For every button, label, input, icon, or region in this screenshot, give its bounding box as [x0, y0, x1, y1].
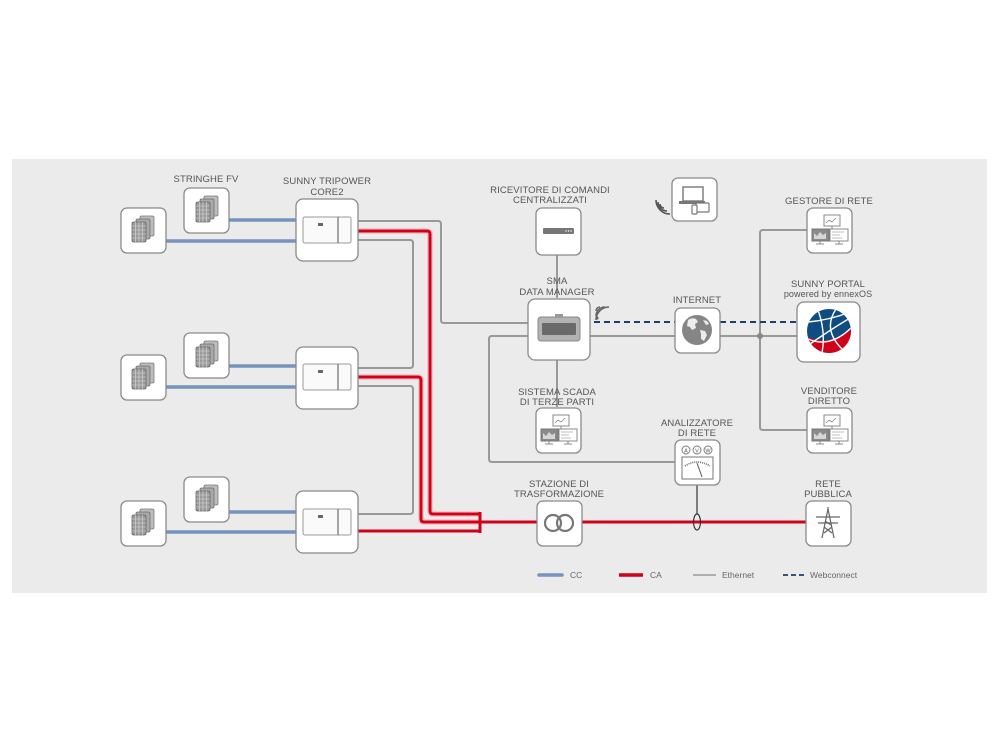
- legend-item-ac: CA: [619, 570, 662, 580]
- scada-label-line2: DI TERZE PARTI: [520, 397, 594, 408]
- inverter-icon: [302, 216, 352, 244]
- ethernet-inv1-to-datamanager: [358, 220, 528, 324]
- data-manager-icon: [537, 314, 581, 342]
- direct-marketer[interactable]: [806, 407, 853, 454]
- meter-letter-w: W: [705, 449, 711, 455]
- ac-inverter-1: [358, 229, 480, 516]
- ripple-receiver-label-line2: CENTRALIZZATI: [513, 195, 587, 206]
- ethernet-bus-right: [759, 229, 808, 431]
- ripple-control-receiver-icon: [543, 228, 574, 234]
- meter-letter-v: V: [695, 449, 699, 455]
- inverter-1[interactable]: [295, 198, 359, 262]
- pv-module-3a[interactable]: [183, 476, 230, 523]
- transformer-label-line2: TRASFORMAZIONE: [514, 489, 604, 500]
- analyzer-label-line1: ANALIZZATORE: [661, 418, 733, 429]
- internet-label: INTERNET: [673, 295, 721, 306]
- laptop-tablet-phone-icon: [679, 186, 710, 215]
- direct-marketer-label-line2: DIRETTO: [808, 396, 850, 407]
- pv-module-1a[interactable]: [183, 187, 230, 234]
- legend-label-ac: CA: [650, 570, 662, 580]
- pv-row-3: [120, 476, 230, 547]
- legend-item-webconnect: Webconnect: [783, 570, 858, 580]
- legend: CC CA Ethernet Webconnect: [537, 570, 858, 580]
- legend-label-webconnect: Webconnect: [810, 570, 858, 580]
- pv-module-1b[interactable]: [120, 207, 167, 254]
- pv-row-1: STRINGHE FV: [120, 174, 240, 254]
- legend-item-ethernet: Ethernet: [693, 570, 755, 580]
- data-manager-label-line2: DATA MANAGER: [519, 287, 594, 298]
- public-grid[interactable]: [805, 500, 852, 547]
- grid-analyzer-meter-icon: A V W: [681, 445, 714, 480]
- meter-letter-a: A: [684, 449, 688, 455]
- ethernet-datamanager-to-analyzer: [488, 335, 675, 463]
- ac-wires: [358, 228, 806, 533]
- ethernet-wires: [358, 220, 808, 515]
- pv-strings-label: STRINGHE FV: [174, 174, 240, 185]
- legend-label-ethernet: Ethernet: [722, 570, 755, 580]
- third-party-scada[interactable]: [535, 407, 582, 454]
- inverter-label-line1: SUNNY TRIPOWER: [283, 176, 371, 187]
- pv-module-3b[interactable]: [120, 500, 167, 547]
- transformer-station[interactable]: [536, 500, 583, 547]
- data-manager-label-line1: SMA: [547, 276, 568, 287]
- direct-marketer-label-line1: VENDITORE: [801, 386, 857, 397]
- legend-label-dc: CC: [570, 570, 582, 580]
- sunny-portal-label-line2: powered by ennexOS: [784, 289, 872, 299]
- transformer-label-line1: STAZIONE DI: [529, 479, 589, 490]
- wifi-signal-icon: [595, 306, 610, 321]
- analyzer-label-line2: DI RETE: [678, 428, 716, 439]
- public-grid-label-line1: RETE: [815, 479, 841, 490]
- sunny-portal-label-line1: SUNNY PORTAL: [791, 279, 865, 290]
- sunny-portal[interactable]: [796, 301, 861, 363]
- legend-item-dc: CC: [537, 570, 582, 580]
- public-grid-label-line2: PUBBLICA: [804, 489, 852, 500]
- ac-inverter-2: [358, 375, 480, 524]
- wifi-signal-icon: [655, 199, 671, 215]
- dc-wires: [165, 218, 296, 534]
- ripple-receiver-label-line1: RICEVITORE DI COMANDI: [490, 185, 610, 196]
- inverter-2[interactable]: [295, 346, 359, 410]
- laptop-device[interactable]: [671, 177, 718, 222]
- ethernet-inv2-to-inv3: [358, 385, 414, 515]
- scada-label-line1: SISTEMA SCADA: [518, 387, 596, 398]
- ethernet-inv1-bus: [358, 239, 414, 369]
- transmission-tower-icon: [816, 507, 840, 539]
- transformer-icon: [543, 513, 575, 533]
- pv-module-2a[interactable]: [183, 332, 230, 379]
- grid-analyzer[interactable]: A V W: [674, 439, 721, 486]
- internet-node[interactable]: [674, 307, 721, 354]
- pv-row-2: [120, 332, 230, 401]
- ripple-control-receiver[interactable]: [535, 207, 582, 256]
- inverter-icon: [302, 508, 352, 536]
- pv-module-2b[interactable]: [120, 354, 167, 401]
- sma-data-manager[interactable]: [527, 298, 591, 361]
- inverter-3[interactable]: [295, 490, 359, 554]
- grid-operator-label: GESTORE DI RETE: [785, 196, 873, 207]
- junction-dot: [757, 333, 763, 339]
- inverter-icon: [302, 363, 352, 391]
- current-transformer-icon: [692, 513, 702, 531]
- globe-icon: [682, 315, 712, 345]
- grid-operator[interactable]: [806, 207, 853, 254]
- inverter-label-line2: CORE2: [310, 187, 343, 198]
